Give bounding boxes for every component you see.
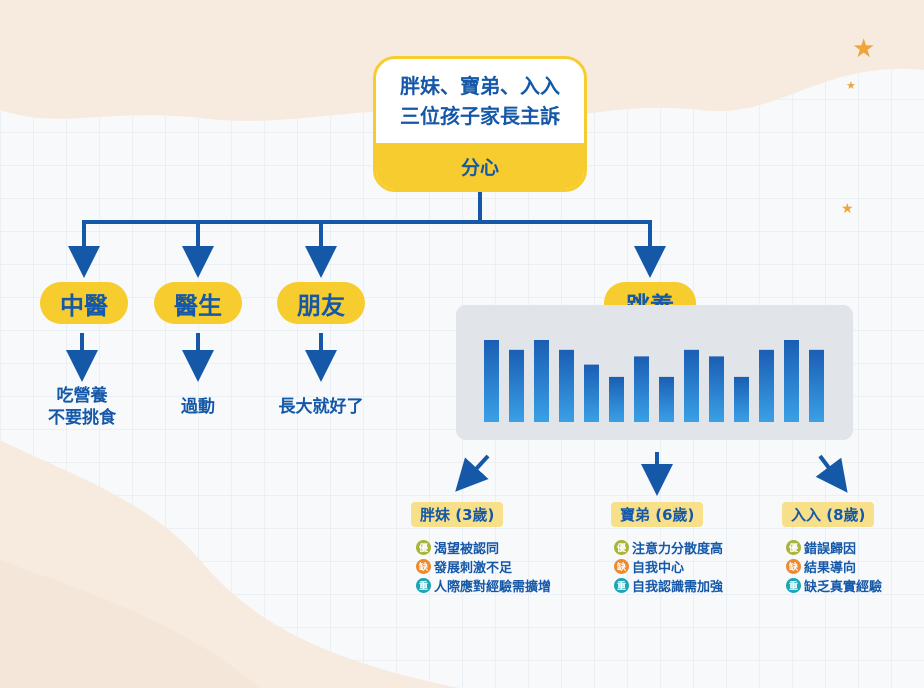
- root-node: 胖妹、寶弟、入入 三位孩子家長主訴 分心: [373, 56, 587, 192]
- trait-badge-icon: 缺: [614, 558, 629, 574]
- trait-item: 重人際應對經驗需擴增: [416, 575, 551, 595]
- decorative-bar: [784, 340, 799, 422]
- bar-panel: [456, 305, 853, 440]
- trait-text: 發展刺激不足: [434, 560, 513, 576]
- trait-text: 注意力分散度高: [632, 541, 724, 557]
- trait-item: 優錯誤歸因: [786, 537, 856, 557]
- decorative-bar: [509, 349, 524, 422]
- decorative-bar: [709, 356, 724, 422]
- trait-item: 重缺乏真實經驗: [786, 575, 882, 595]
- trait-text: 自我認識需加強: [632, 579, 724, 595]
- trait-badge-icon: 缺: [786, 558, 801, 574]
- advice-doctor: 過動: [150, 396, 246, 418]
- decorative-bar: [734, 376, 749, 422]
- advice-line: 不要挑食: [48, 408, 116, 428]
- decorative-bar: [559, 349, 574, 422]
- trait-badge-icon: 優: [786, 539, 801, 555]
- root-title-line2: 三位孩子家長主訴: [400, 104, 560, 128]
- trait-item: 優渴望被認同: [416, 537, 499, 557]
- trait-badge-icon: 重: [416, 577, 431, 593]
- decorative-bar: [684, 349, 699, 422]
- decorative-bar: [484, 340, 499, 422]
- trait-text: 結果導向: [804, 560, 857, 576]
- advice-line: 長大就好了: [278, 397, 364, 417]
- trait-badge-icon: 優: [416, 539, 431, 555]
- advice-friend: 長大就好了: [262, 396, 380, 418]
- star-icon: ★: [841, 201, 854, 217]
- decorative-bar: [584, 364, 599, 422]
- trait-item: 缺發展刺激不足: [416, 556, 512, 576]
- branch-doctor: 醫生: [154, 282, 242, 324]
- decorative-bar: [759, 349, 774, 422]
- trait-badge-icon: 重: [614, 577, 629, 593]
- branch-chinese-medicine: 中醫: [40, 282, 128, 324]
- child-label-pangmei: 胖妹 (3歲): [411, 502, 504, 527]
- trait-text: 人際應對經驗需擴增: [434, 579, 552, 595]
- star-icon: ★: [846, 79, 856, 92]
- decorative-bar: [634, 356, 649, 422]
- trait-item: 缺自我中心: [614, 556, 684, 576]
- trait-badge-icon: 重: [786, 577, 801, 593]
- child-label-ruru: 入入 (8歲): [782, 502, 875, 527]
- trait-badge-icon: 缺: [416, 558, 431, 574]
- decorative-bar: [809, 349, 824, 422]
- child-label-baodi: 寶弟 (6歲): [611, 502, 704, 527]
- trait-badge-icon: 優: [614, 539, 629, 555]
- decorative-bar: [609, 376, 624, 422]
- advice-chinese-medicine: 吃營養 不要挑食: [30, 385, 134, 429]
- trait-text: 錯誤歸因: [804, 541, 857, 557]
- advice-line: 過動: [181, 397, 215, 417]
- bar-graphic: [484, 340, 824, 422]
- branch-friend: 朋友: [277, 282, 365, 324]
- star-icon: ★: [852, 34, 876, 64]
- advice-line: 吃營養: [56, 386, 108, 406]
- root-title-line1: 胖妹、寶弟、入入: [400, 74, 560, 98]
- decorative-bar: [659, 376, 674, 422]
- trait-item: 優注意力分散度高: [614, 537, 723, 557]
- trait-item: 缺結果導向: [786, 556, 856, 576]
- trait-text: 渴望被認同: [434, 541, 500, 557]
- root-label: 分心: [376, 143, 584, 189]
- trait-text: 自我中心: [632, 560, 685, 576]
- decorative-bar: [534, 340, 549, 422]
- trait-item: 重自我認識需加強: [614, 575, 723, 595]
- trait-text: 缺乏真實經驗: [804, 579, 883, 595]
